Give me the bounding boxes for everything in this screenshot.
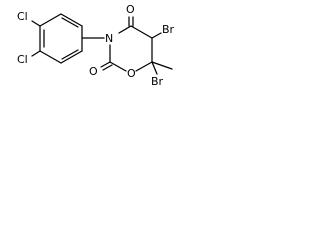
ring-bond (109, 61, 127, 72)
aromatic-bond (39, 13, 62, 27)
chemical-structure: Cl Cl N O O O Br Br (17, 3, 175, 88)
bromine-atom-top: Br (162, 23, 175, 36)
carbonyl-oxygen-atom: O (89, 65, 98, 78)
carbonyl-double-bond (102, 64, 113, 71)
chlorine-atom-bottom: Cl (17, 53, 28, 66)
c-cl-bond (31, 20, 41, 27)
ring-bond (118, 25, 132, 34)
ring-oxygen-atom: O (127, 67, 136, 80)
bromine-atom-bottom: Br (151, 75, 164, 88)
c-br-bond (151, 32, 162, 39)
methyl-bond (151, 61, 173, 70)
nitrogen-atom: N (105, 32, 113, 45)
aromatic-bond (39, 50, 62, 64)
carbonyl-double-bond (100, 61, 111, 68)
c-cl-bond (31, 50, 41, 57)
oxazinane-ring (109, 25, 153, 72)
ketone-oxygen-atom: O (126, 3, 135, 16)
aromatic-double-bond (61, 49, 79, 60)
aromatic-bond (60, 50, 83, 64)
chlorine-atom-top: Cl (17, 10, 28, 23)
ring-bond (135, 61, 153, 72)
ring-bond (130, 25, 153, 39)
c-br-bond (151, 61, 158, 75)
aromatic-bond (60, 13, 83, 27)
aromatic-double-bond (61, 17, 79, 28)
benzene-ring (39, 13, 83, 64)
